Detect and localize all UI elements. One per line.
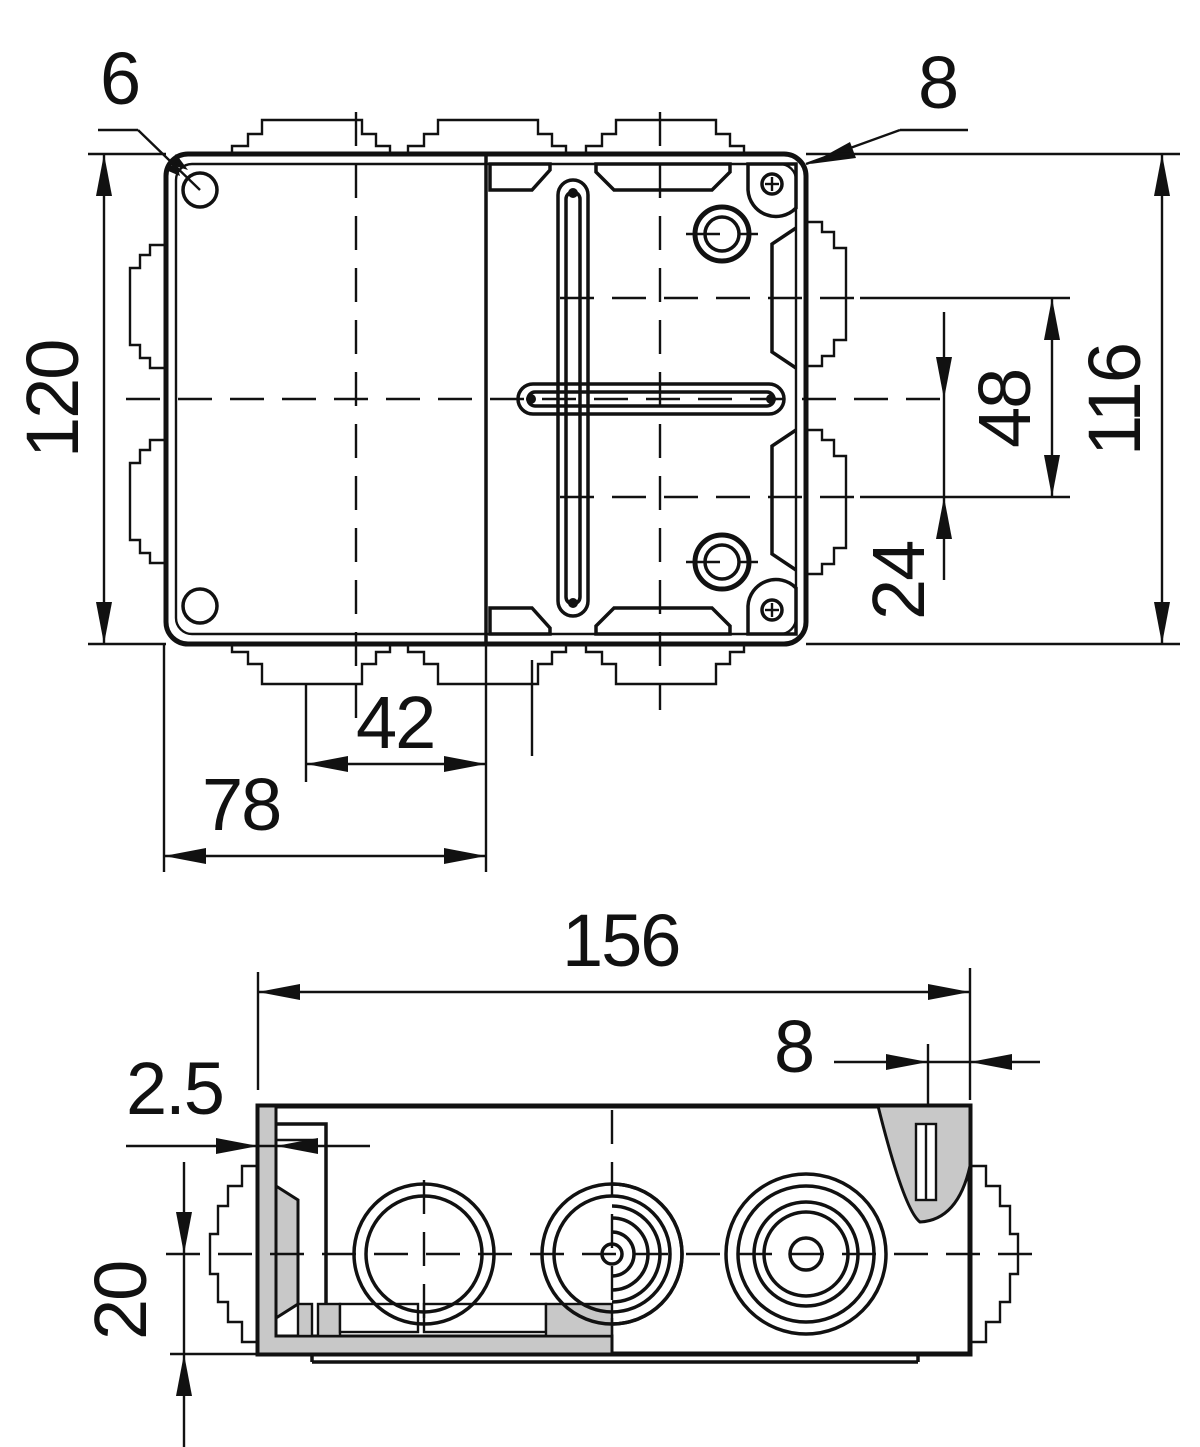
dim-length-total: 156: [562, 899, 679, 982]
dim-offset-42: 42: [356, 681, 434, 764]
bottom-glands: [230, 642, 746, 686]
dim-corner-offset-top: 8: [918, 41, 957, 124]
screw-hole-bottom-left: [181, 587, 219, 625]
dim-gland-offset: 24: [857, 542, 940, 620]
centerlines: [126, 112, 950, 730]
side-view: 156 8: [79, 899, 1040, 1447]
corner-screws: [746, 162, 798, 636]
side-gland-right: [968, 1164, 1020, 1344]
right-glands: [804, 220, 848, 576]
top-view: 6 8 120 116 48 24: [11, 37, 1180, 872]
left-glands: [128, 243, 168, 565]
dim-height-inner: 116: [1073, 344, 1156, 456]
dim-offset-78: 78: [202, 763, 280, 846]
dim-corner-offset-side: 8: [774, 1005, 813, 1088]
dim-hole-diameter: 6: [100, 37, 139, 120]
dim-height-outer: 120: [11, 341, 94, 458]
dim-wall-thickness: 2.5: [126, 1047, 223, 1130]
dim-gland-spacing: 48: [963, 370, 1046, 448]
screw-hole-top-left: [181, 171, 219, 209]
dim-gland-height: 20: [79, 1262, 162, 1340]
top-glands: [230, 118, 746, 156]
